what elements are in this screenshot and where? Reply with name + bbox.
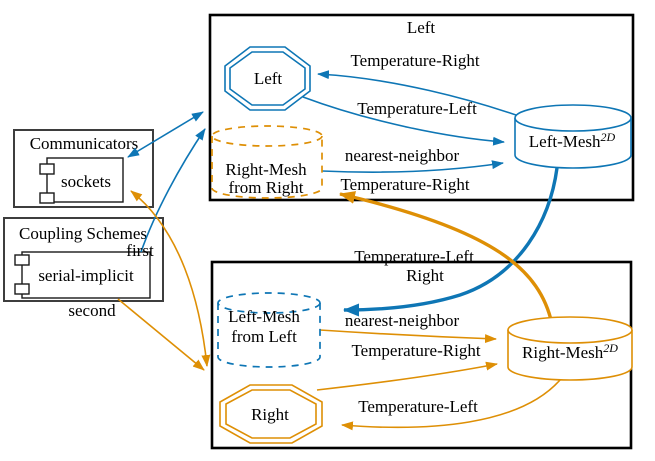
right-solver-label: Right <box>251 405 289 424</box>
dashed-cylinder-body <box>217 303 321 368</box>
edge-label-left-mapping: nearest-neighbor <box>345 146 460 165</box>
communicators-title: Communicators <box>30 134 139 153</box>
octagon-outer <box>224 46 311 111</box>
cylinder-body <box>514 118 632 169</box>
sockets-component <box>46 157 124 203</box>
cylinder-top <box>514 104 632 132</box>
right-solver-octagon: Right <box>219 384 323 444</box>
left-mapping-nearest-neighbor-arrow <box>321 160 504 173</box>
left-write-temperature-left-arrow <box>302 96 505 146</box>
cylinder-top <box>507 316 633 344</box>
coupling-first-participant-arrow <box>140 128 206 253</box>
dashed-cylinder-top <box>217 292 321 314</box>
edge-label-first: first <box>126 241 154 260</box>
right-mapping-nearest-neighbor-arrow <box>319 329 497 344</box>
received-mesh-name: Right-Mesh <box>225 160 307 179</box>
received-mesh-origin: from Left <box>231 327 297 346</box>
edge-label-second: second <box>68 301 116 320</box>
left-read-temperature-right-arrow <box>317 70 537 123</box>
component-port-icon <box>39 192 55 204</box>
edge-label-right-write: Temperature-Right <box>351 341 480 360</box>
right-mesh-cylinder: Right-Mesh2D <box>507 316 633 381</box>
coupling-schemes-group: Coupling Schemes serial-implicit <box>3 217 164 302</box>
communicators-box <box>13 129 154 208</box>
edge-label-left-read: Temperature-Right <box>350 51 479 70</box>
exchange-temperature-right-arrow <box>339 191 554 325</box>
communicators-group: Communicators sockets <box>13 129 154 208</box>
coupling-schemes-title: Coupling Schemes <box>19 224 147 243</box>
left-mesh-label: Left-Mesh2D <box>529 130 616 151</box>
received-mesh-right-from-right: Right-Mesh from Right <box>211 125 323 199</box>
left-mesh-cylinder: Left-Mesh2D <box>514 104 632 169</box>
participant-right-title: Right <box>406 266 444 285</box>
dashed-cylinder-top <box>211 125 323 147</box>
exchange-temperature-left-arrow <box>343 167 559 317</box>
sockets-left-connection-arrow <box>127 111 204 158</box>
right-write-temperature-right-arrow <box>316 361 498 391</box>
coupling-second-participant-arrow <box>117 298 205 371</box>
participant-left-title: Left <box>407 18 436 37</box>
sockets-label: sockets <box>61 172 111 191</box>
participant-left-box <box>208 13 635 202</box>
right-read-temperature-left-arrow <box>341 379 561 431</box>
cylinder-body <box>507 330 633 381</box>
sockets-right-connection-arrow <box>130 190 211 367</box>
edge-label-left-write: Temperature-Left <box>357 99 477 118</box>
edge-label-right-mapping: nearest-neighbor <box>345 311 460 330</box>
left-solver-label: Left <box>254 69 283 88</box>
right-mesh-label: Right-Mesh2D <box>522 341 618 362</box>
octagon-outer <box>219 384 323 444</box>
left-solver-octagon: Left <box>224 46 311 111</box>
serial-implicit-label: serial-implicit <box>38 266 134 285</box>
received-mesh-left-from-left: Left-Mesh from Left <box>217 292 321 368</box>
component-port-icon <box>14 283 30 295</box>
edge-label-exchange-temperature-right: Temperature-Right <box>340 175 469 194</box>
octagon-inner <box>225 389 317 439</box>
received-mesh-origin: from Right <box>228 178 303 197</box>
component-port-icon <box>39 163 55 175</box>
component-port-icon <box>14 254 30 266</box>
received-mesh-name: Left-Mesh <box>228 307 300 326</box>
dashed-cylinder-body <box>211 136 323 199</box>
octagon-inner <box>229 51 306 106</box>
edge-label-right-read: Temperature-Left <box>358 397 478 416</box>
